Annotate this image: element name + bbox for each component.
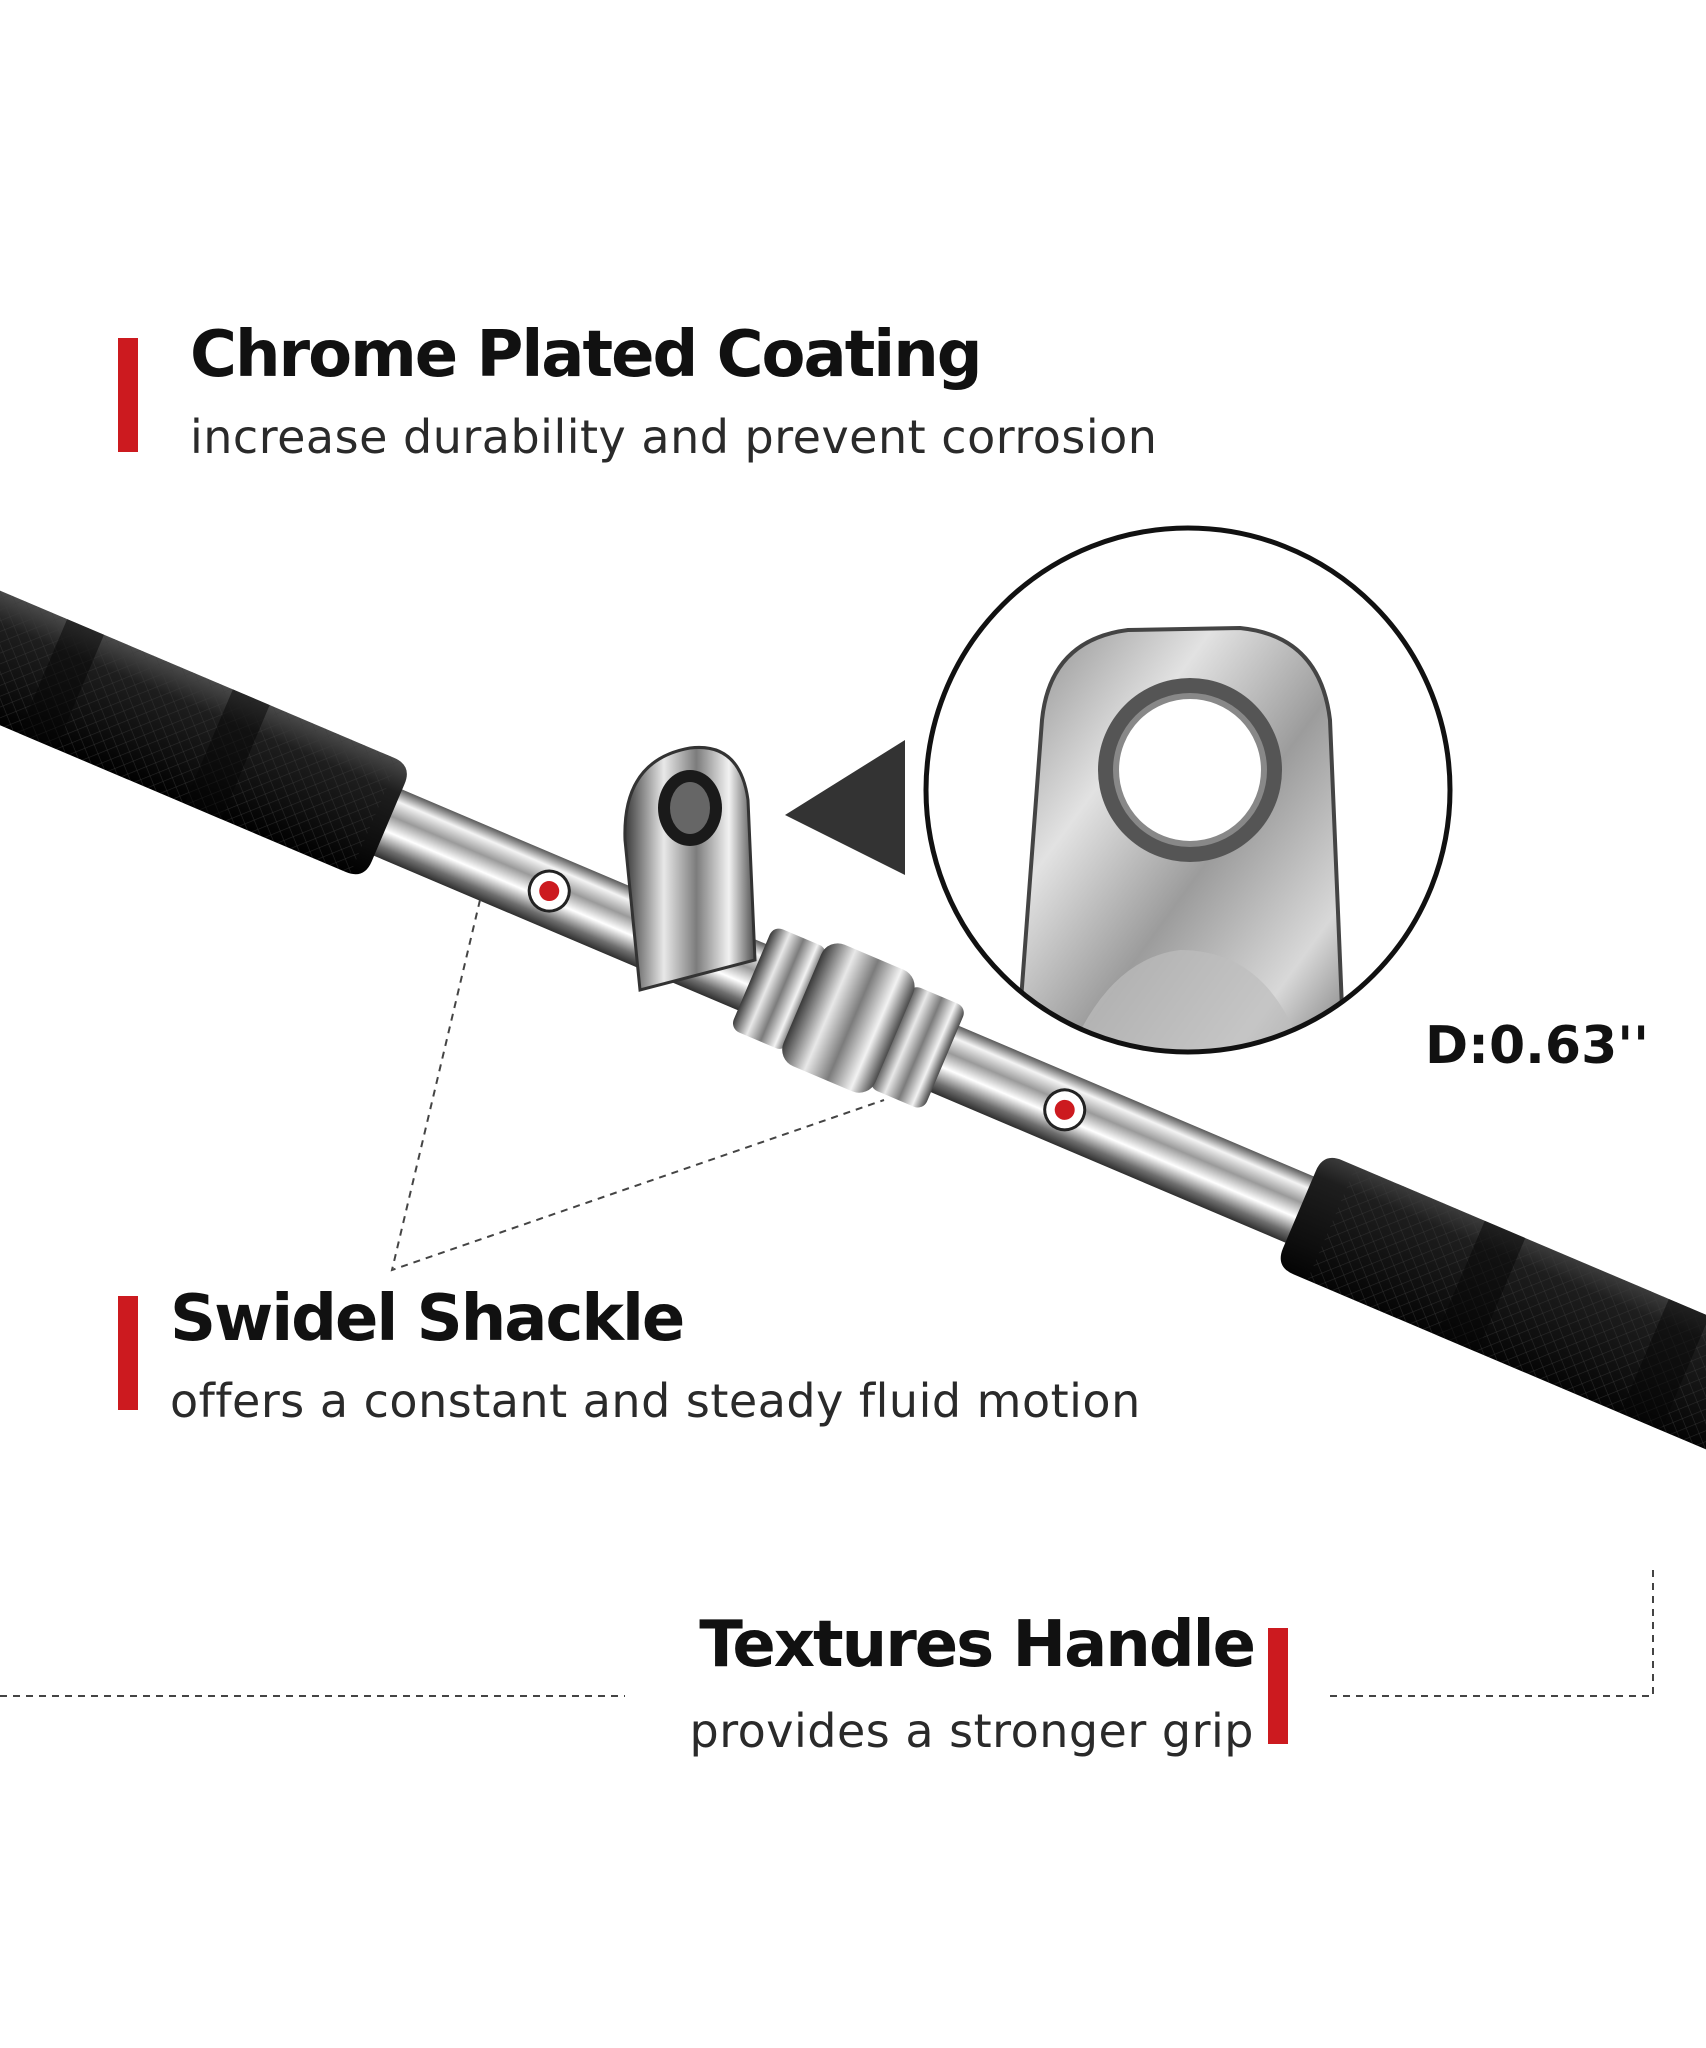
- accent-bar: [118, 1296, 138, 1410]
- left-grip: [0, 521, 407, 875]
- diameter-label: D:0.63'': [1425, 1016, 1650, 1076]
- accent-bar: [118, 338, 138, 452]
- feature-title: Swidel Shackle: [170, 1282, 685, 1356]
- right-grip: [1280, 1157, 1706, 1556]
- swivel-collar-left: [732, 928, 826, 1049]
- accent-bar: [1268, 1628, 1288, 1744]
- leader-lines: [0, 899, 1654, 1697]
- zoom-detail: [923, 525, 1453, 1055]
- swivel-hub: [782, 943, 915, 1093]
- cable-bar: [0, 521, 1706, 1556]
- feature-subtitle: offers a constant and steady fluid motio…: [170, 1374, 1141, 1428]
- swivel-shackle: [623, 745, 757, 992]
- feature-subtitle: provides a stronger grip: [689, 1704, 1254, 1758]
- swivel-collar-right: [871, 987, 964, 1108]
- feature-title: Chrome Plated Coating: [190, 318, 983, 392]
- red-dot-marker-icon: [1043, 1088, 1087, 1132]
- feature-title: Textures Handle: [699, 1608, 1256, 1682]
- feature-subtitle: increase durability and prevent corrosio…: [190, 410, 1158, 464]
- red-dot-marker-icon: [527, 869, 571, 913]
- triangle-pointer-icon: [785, 740, 905, 875]
